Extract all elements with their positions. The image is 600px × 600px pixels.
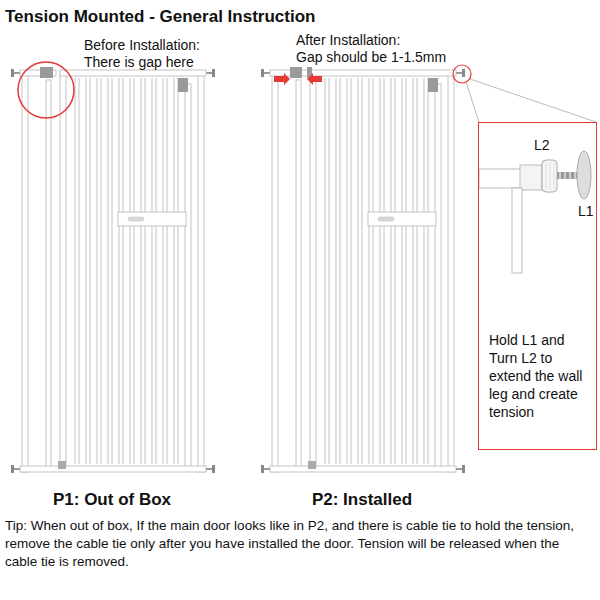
part-name: L1: [578, 203, 594, 220]
title: Tension Mounted - General Instruction: [5, 6, 315, 27]
part-name: L2: [534, 137, 550, 154]
figure-label: P1: Out of Box: [12, 489, 212, 510]
callout-text: There is gap here: [84, 54, 194, 71]
callout-text: After Installation:: [296, 32, 400, 49]
figure-label: P2: Installed: [262, 489, 462, 510]
instruction-text: Hold L1 and Turn L2 to extend the wall l…: [489, 331, 595, 421]
callout-text: Gap should be 1-1.5mm: [296, 49, 446, 66]
tip-note: Tip: When out of box, If the main door l…: [5, 517, 595, 571]
callout-text: Before Installation:: [84, 37, 200, 54]
detail-box: Hold L1 and Turn L2 to extend the wall l…: [478, 122, 597, 450]
